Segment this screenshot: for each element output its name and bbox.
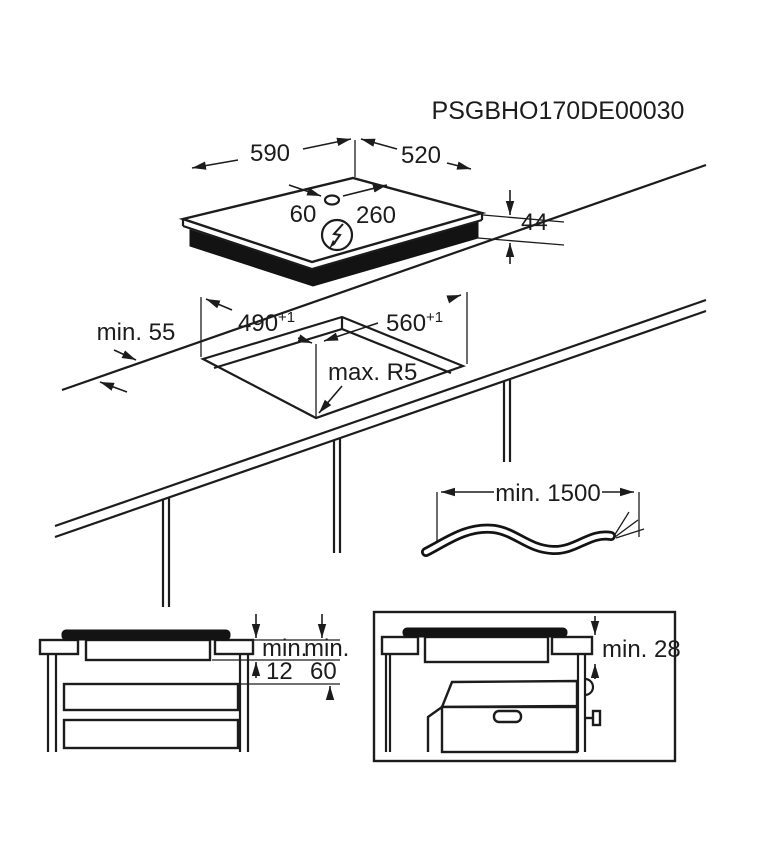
dim-front-clearance: min. 55: [97, 319, 176, 393]
oven-drawing: [426, 679, 602, 754]
cable-wire-end-2: [614, 519, 639, 538]
cable-wire-end-3: [615, 528, 645, 539]
worktop-section-right-2: [550, 635, 594, 656]
cable-length-label: min. 1500: [495, 480, 600, 507]
oven-handle: [492, 709, 523, 724]
drawer-gap2-value: 60: [310, 658, 337, 685]
cutout-inner-wall-left: [213, 327, 343, 370]
dim-min-60: min. 60: [304, 614, 349, 700]
dim-490: 490+1: [205, 298, 313, 344]
drawer-gap-label-min: min.: [262, 635, 307, 662]
oven-left-panel: [426, 706, 443, 752]
worktop-leg-left: [161, 498, 171, 607]
cabinet-leg-left-2: [384, 654, 392, 752]
worktop-leg-right: [502, 380, 512, 462]
worktop-edges: [54, 163, 707, 607]
cabinet-leg-left: [46, 654, 58, 752]
cable-pos-left-label: 60: [290, 201, 317, 228]
cabinet-leg-right: [238, 654, 250, 752]
lightning-bolt-icon: [320, 218, 354, 252]
cutout-opening: [200, 315, 467, 420]
oven-top-face: [440, 679, 579, 709]
cutout-width-tolerance: +1: [426, 309, 443, 326]
corner-radius-label: max. R5: [328, 359, 417, 386]
mains-cable: [421, 511, 645, 557]
svg-text:490+1: 490+1: [238, 309, 295, 337]
worktop-section-right: [213, 638, 255, 656]
cutout-view: 490+1 560+1 max. R5 min. 55: [97, 292, 468, 420]
cable-entry-oval: [323, 194, 341, 206]
dim-590: 590: [191, 137, 352, 170]
worktop-leg-middle: [332, 439, 342, 553]
svg-text:560+1: 560+1: [386, 309, 443, 337]
hob-depth-label: 520: [401, 142, 441, 169]
front-clearance-label: min. 55: [97, 319, 176, 346]
drawer-upper: [62, 682, 240, 712]
drawer-lower: [62, 718, 240, 750]
dim-corner-radius: max. R5: [318, 359, 417, 414]
worktop-front-edge-top-line: [54, 298, 707, 528]
hob-3d-view: 590 520 60 260 44: [178, 137, 565, 287]
cutout-depth-label: 490: [238, 310, 278, 337]
dim-560: 560+1: [323, 294, 462, 342]
cable-view: min. 1500: [421, 480, 645, 557]
dim-min-28: min. 28: [590, 616, 681, 679]
drawing-number: PSGBHO170DE00030: [432, 97, 685, 125]
oven-clearance-view: min. 28: [372, 610, 681, 763]
cutout-depth-tolerance: +1: [278, 309, 295, 326]
hob-box-below-worktop-2: [423, 635, 550, 664]
oven-knob: [591, 709, 602, 727]
hob-glass-section-2: [402, 627, 568, 638]
worktop-section-left-2: [380, 635, 420, 656]
hob-height-label: 44: [521, 209, 548, 236]
dim-44: 44: [477, 190, 565, 264]
cable-pos-right-label: 260: [356, 202, 396, 229]
hob-glass-edge: [182, 218, 483, 271]
hob-box-below-worktop: [84, 638, 212, 662]
cutout-width-label: 560: [386, 310, 426, 337]
hob-glass-section: [61, 629, 231, 641]
worktop-front-edge-bottom-line: [54, 309, 707, 539]
worktop-rear-edge-line: [61, 163, 707, 392]
oven-gap-label: min. 28: [602, 636, 681, 663]
drawer-gap-value: 12: [266, 658, 293, 685]
hob-width-label: 590: [250, 140, 290, 167]
cutout-inner-wall-right: [341, 327, 452, 375]
drawer-gap2-label-min: min.: [304, 635, 349, 662]
leg-knob-bump: [584, 677, 595, 697]
dim-min-12: min. 12: [251, 614, 307, 685]
drawer-clearance-view: min. 12 min. 60: [38, 614, 349, 752]
cable-wire-end-1: [613, 511, 630, 537]
dim-520: 520: [360, 138, 472, 170]
worktop-section-left: [38, 638, 80, 656]
dim-cable-position: 60 260: [288, 184, 396, 229]
